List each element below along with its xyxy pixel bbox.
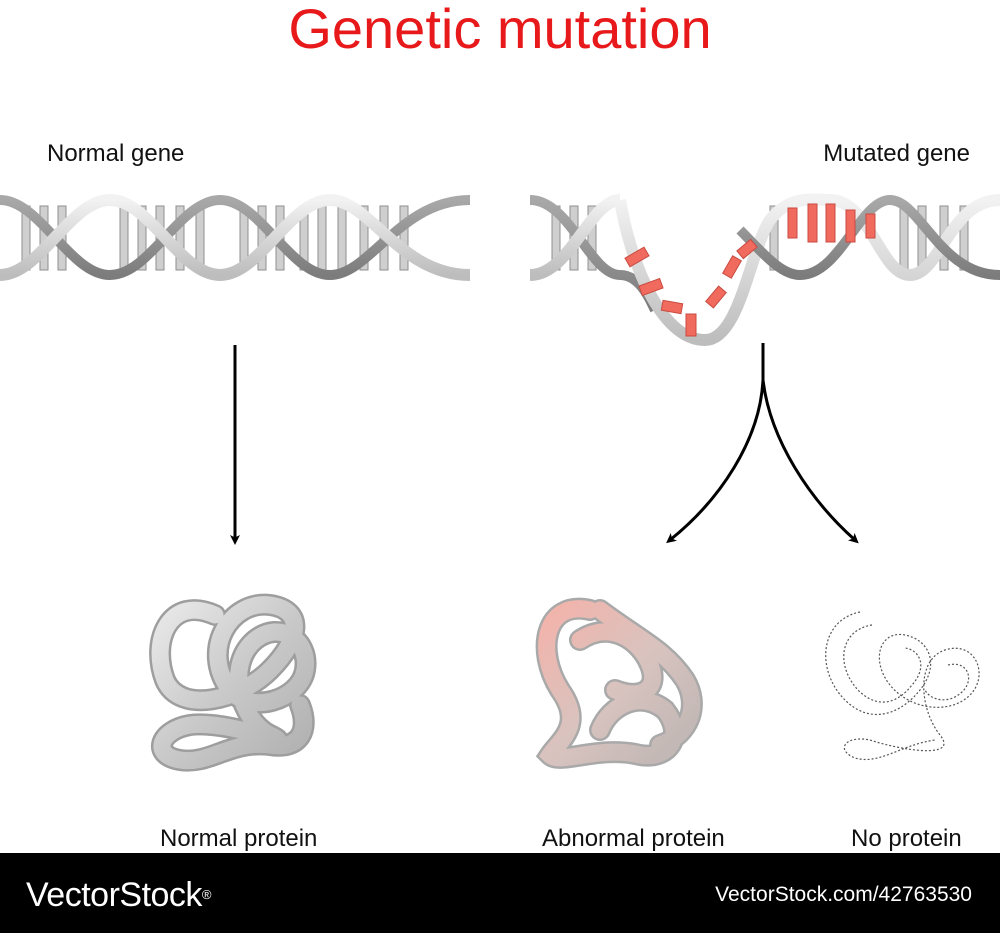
abnormal-protein-label: Abnormal protein: [542, 825, 725, 852]
base-pair: [317, 205, 327, 271]
base-pair: [769, 205, 779, 271]
mutated-dna-helix: [529, 193, 1000, 347]
mutated-strand-back-right: [736, 194, 1000, 281]
base-pair: [399, 205, 409, 271]
base-pair: [587, 205, 597, 271]
mutated-strand-front-left: [529, 194, 622, 281]
no-protein-arrow: [761, 379, 859, 544]
normal-strand-back: [0, 194, 471, 281]
normal-strand-front: [0, 193, 471, 282]
base-pair: [257, 205, 267, 271]
normal-protein-shape: [149, 593, 317, 772]
base-pair: [359, 205, 369, 271]
base-pair: [899, 205, 909, 271]
mutated-gene-label: Mutated gene: [823, 140, 970, 167]
registered-mark: ®: [201, 887, 212, 902]
normal-protein-label: Normal protein: [160, 825, 318, 852]
normal-gene-label: Normal gene: [47, 140, 185, 167]
abnormal-protein-shape: [535, 597, 703, 769]
brand-name: VectorStock: [26, 876, 202, 914]
base-pair: [137, 205, 147, 271]
abnormal-arrow: [666, 343, 765, 544]
mutated-bases: [624, 203, 876, 337]
watermark-footer: VectorStock® VectorStock.com/42763530: [0, 853, 1000, 933]
no-protein-outline: [825, 611, 980, 760]
stock-id: VectorStock.com/42763530: [715, 883, 972, 906]
base-pair: [119, 205, 129, 271]
normal-dna-helix: [0, 193, 471, 282]
mutation-diagram: [0, 193, 1000, 772]
page-title: Genetic mutation: [288, 0, 712, 60]
brand-logo: VectorStock®: [26, 875, 212, 915]
mutated-strand-loop: [614, 193, 1000, 347]
base-pair: [337, 205, 347, 271]
base-pair: [175, 205, 185, 271]
no-protein-label: No protein: [851, 825, 962, 852]
